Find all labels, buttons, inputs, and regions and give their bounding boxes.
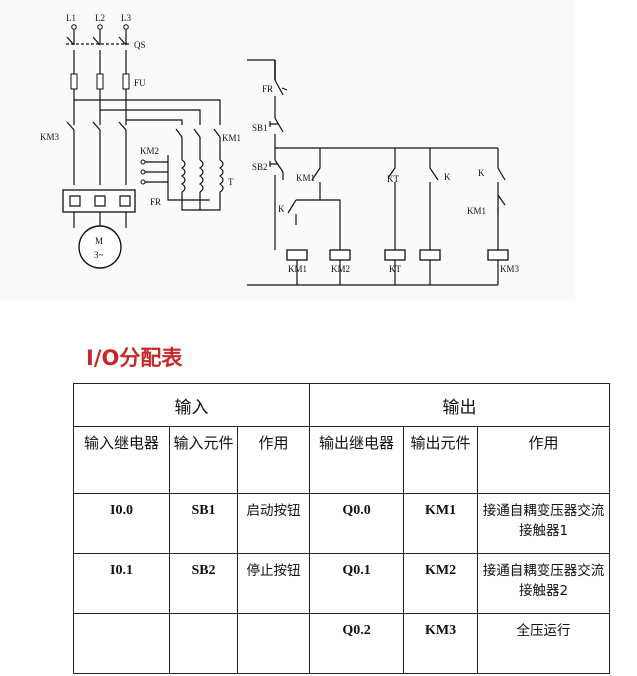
sb1-contact (269, 117, 284, 133)
cell-input-function: 启动按钮 (236, 493, 311, 554)
k3-contact (497, 148, 506, 250)
transformer-coils (180, 159, 224, 193)
cell-input-relay: I0.1 (73, 553, 170, 614)
coil-km1 (286, 249, 308, 261)
label-fu: FU (134, 78, 146, 88)
kt-contact (387, 148, 396, 250)
cell-input-function: 停止按钮 (236, 553, 311, 614)
cell-output-function: 接通自耦变压器交流接触器1 (477, 493, 611, 554)
cell-output-relay: Q0.0 (309, 493, 405, 554)
label-km1: KM1 (222, 133, 241, 143)
label-qs: QS (134, 40, 146, 50)
motor-sub-label: 3~ (94, 250, 104, 260)
terminal-l3 (123, 24, 129, 30)
km1-contacts (175, 128, 221, 138)
cell-input-element: SB1 (169, 493, 238, 554)
wire-fu-down (73, 89, 127, 125)
km2-wires (145, 161, 168, 183)
fr-elements (69, 195, 131, 207)
coil-km2 (329, 249, 351, 261)
table-row: Q0.2 KM3 全压运行 (73, 613, 611, 674)
ctrl-branch-2 (296, 199, 341, 250)
label-km1-contact2: KM1 (467, 206, 486, 216)
wire-top (73, 30, 127, 45)
col-output-element: 输出元件 (403, 426, 479, 494)
coil-kt (384, 249, 406, 261)
label-k-contact: K (278, 204, 285, 214)
fr-relay-box (62, 189, 136, 213)
label-sb2: SB2 (252, 162, 268, 172)
circuit-diagram: L1 L2 L3 QS FU KM3 KM2 KM1 (0, 0, 637, 300)
terminal-l1 (71, 24, 77, 30)
transformer-star (181, 192, 221, 211)
km3-contacts (66, 121, 127, 131)
wire-km3-fr (73, 130, 127, 185)
cell-output-relay: Q0.2 (309, 613, 405, 674)
io-allocation-table: 输入 输出 输入继电器 输入元件 作用 输出继电器 输出元件 作用 I0.0 S… (72, 383, 611, 674)
motor-label: M (95, 236, 103, 246)
col-input-relay: 输入继电器 (73, 426, 170, 494)
input-group-header: 输入 (72, 383, 311, 427)
table-row: I0.1 SB2 停止按钮 Q0.1 KM2 接通自耦变压器交流接触器2 (73, 553, 611, 614)
label-sb1: SB1 (252, 123, 268, 133)
fuse-1 (70, 73, 78, 90)
km1-hold-contact (311, 148, 321, 200)
cell-output-element: KM1 (403, 493, 479, 554)
cell-input-relay (73, 613, 170, 674)
label-k3-contact: K (478, 168, 485, 178)
label-fr-contact: FR (262, 84, 273, 94)
fuse-3 (122, 73, 130, 90)
label-fr: FR (150, 197, 161, 207)
cell-output-function: 接通自耦变压器交流接触器2 (477, 553, 611, 614)
table-row: I0.0 SB1 启动按钮 Q0.0 KM1 接通自耦变压器交流接触器1 (73, 493, 611, 554)
cell-output-function: 全压运行 (477, 613, 611, 674)
label-l1: L1 (66, 13, 76, 23)
ctrl-branch-1 (274, 172, 284, 250)
main-circuit: L1 L2 L3 QS FU KM3 KM2 KM1 (40, 13, 241, 269)
circuit-svg: L1 L2 L3 QS FU KM3 KM2 KM1 (0, 0, 575, 300)
fr-contact (274, 79, 288, 96)
label-l3: L3 (121, 13, 131, 23)
label-km1-contact: KM1 (296, 173, 315, 183)
motor (78, 225, 122, 269)
fuse-2 (96, 73, 104, 90)
terminal-l2 (97, 24, 103, 30)
ctrl-bottom-rail (247, 260, 499, 286)
label-km2: KM2 (140, 146, 159, 156)
coil-km3 (487, 249, 509, 261)
control-circuit: FR SB1 SB2 KM1 K KT K K KM1 KM1 KM2 KT (247, 59, 520, 286)
cell-output-element: KM2 (403, 553, 479, 614)
km2-return (167, 155, 210, 201)
k2-contact (429, 148, 439, 250)
cell-input-element: SB2 (169, 553, 238, 614)
label-t: T (228, 177, 234, 187)
label-k2-contact: K (444, 172, 451, 182)
output-group-header: 输出 (309, 383, 611, 427)
cell-input-relay: I0.0 (73, 493, 170, 554)
col-output-function: 作用 (477, 426, 611, 494)
coil-label-km3: KM3 (500, 264, 520, 274)
cell-output-element: KM3 (403, 613, 479, 674)
transformer-wires (181, 137, 221, 160)
bus-right (74, 99, 221, 125)
col-input-function: 作用 (236, 426, 311, 494)
col-output-relay: 输出继电器 (309, 426, 405, 494)
km1-contact2 (497, 194, 506, 215)
wire-qs-fu (73, 50, 127, 74)
col-input-element: 输入元件 (169, 426, 238, 494)
io-table-title: I/O分配表 (86, 346, 183, 370)
coil-k (419, 249, 441, 261)
sb2-contact (269, 148, 284, 173)
label-l2: L2 (95, 13, 105, 23)
label-kt-contact: KT (387, 174, 399, 184)
cell-output-relay: Q0.1 (309, 553, 405, 614)
k-contact (287, 199, 297, 225)
cell-input-element (169, 613, 238, 674)
cell-input-function (236, 613, 311, 674)
label-km3: KM3 (40, 132, 60, 142)
